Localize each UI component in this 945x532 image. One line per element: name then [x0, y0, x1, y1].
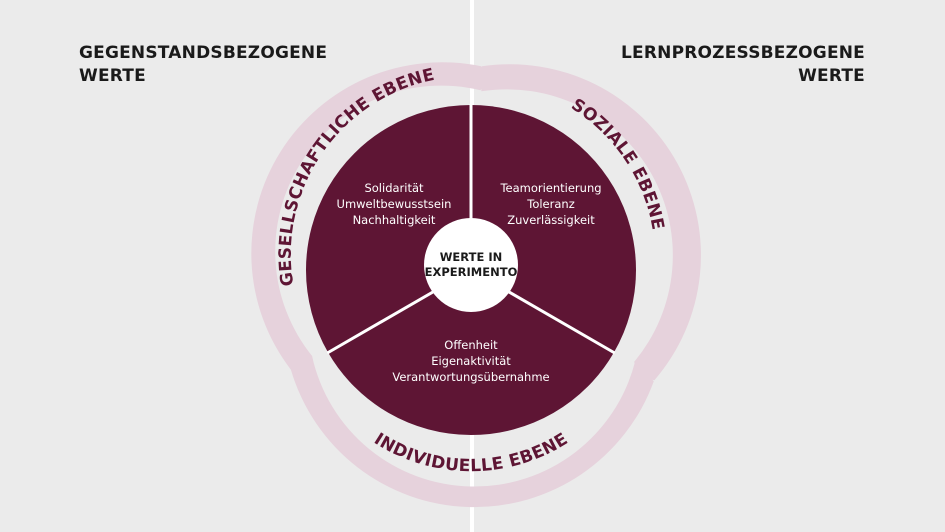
value-toleranz: Toleranz: [526, 197, 574, 211]
value-zuverlaessigkeit: Zuverlässigkeit: [507, 213, 595, 227]
heading-gegenstandsbezogene-werte: GEGENSTANDSBEZOGENE WERTE: [79, 42, 327, 88]
center-circle: [424, 218, 518, 312]
ring-segment-gesellschaftlich: [251, 62, 491, 370]
value-eigenaktivitaet: Eigenaktivität: [431, 354, 511, 368]
heading-right-line-1: LERNPROZESSBEZOGENE: [621, 43, 865, 63]
center-label-line-1: WERTE IN: [440, 250, 503, 264]
segment-gegenstand-left: [305, 105, 471, 353]
heading-left-line-1: GEGENSTANDSBEZOGENE: [79, 43, 328, 63]
ring-label-individuelle-ebene: INDIVIDUELLE EBENE: [371, 429, 572, 476]
value-umweltbewusstsein: Umweltbewusstsein: [337, 197, 452, 211]
ring-segment-sozial: [481, 64, 701, 381]
value-offenheit: Offenheit: [444, 338, 498, 352]
value-verantwortungsuebernahme: Verantwortungsübernahme: [392, 370, 549, 384]
segment-sozial-right: [471, 105, 637, 353]
heading-right-line-2: WERTE: [798, 66, 865, 86]
value-teamorientierung: Teamorientierung: [499, 181, 601, 195]
value-solidaritaet: Solidarität: [364, 181, 424, 195]
ring-segment-individuell: [290, 355, 654, 508]
center-label-line-2: EXPERIMENTO: [425, 265, 518, 279]
heading-left-line-2: WERTE: [79, 66, 146, 86]
value-nachhaltigkeit: Nachhaltigkeit: [353, 213, 436, 227]
heading-lernprozessbezogene-werte: LERNPROZESSBEZOGENE WERTE: [621, 42, 865, 88]
